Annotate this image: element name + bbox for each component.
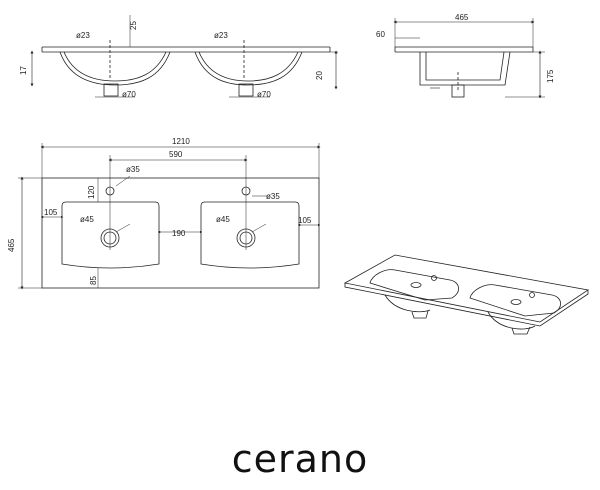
iso-tap-right <box>529 292 535 298</box>
top-dim-front-margin: 85 <box>89 276 98 285</box>
top-dim-drain-left: ø45 <box>80 215 94 224</box>
front-drain-left <box>103 83 119 97</box>
front-dim-drain-left: ø70 <box>122 90 136 99</box>
brand-logo: cerano <box>232 437 369 481</box>
top-outline <box>41 177 320 289</box>
isometric-view <box>343 254 590 335</box>
side-view <box>393 18 545 99</box>
top-basin-left <box>61 201 160 269</box>
front-bowl-right <box>194 51 303 86</box>
side-dim-height: 175 <box>546 69 555 83</box>
side-dim-depth: 465 <box>455 13 469 22</box>
top-dim-center-spacing: 590 <box>169 150 183 159</box>
front-view <box>30 15 338 98</box>
front-drain-right <box>238 83 254 97</box>
top-dim-basin-gap: 190 <box>172 229 186 238</box>
front-dim-thickness: 25 <box>129 21 138 30</box>
front-dim-d23-left: ø23 <box>76 31 90 40</box>
top-dim-margin-left: 105 <box>44 208 58 217</box>
top-dim-tap-right: ø35 <box>266 192 280 201</box>
front-dim-left-height: 17 <box>19 66 28 75</box>
iso-top-surface <box>343 254 590 323</box>
top-dim-tap-offset: 120 <box>87 185 96 199</box>
top-dim-depth: 465 <box>7 238 16 252</box>
iso-basin-left <box>369 269 459 301</box>
front-bowl-left <box>59 51 171 86</box>
top-dim-margin-right: 105 <box>298 216 312 225</box>
front-dim-drain-right: ø70 <box>257 90 271 99</box>
top-dim-width: 1210 <box>172 137 190 146</box>
top-dim-tap-left: ø35 <box>126 165 140 174</box>
top-basin-right <box>200 201 300 269</box>
front-dim-d23-right: ø23 <box>214 31 228 40</box>
iso-tap-left <box>431 275 437 281</box>
side-drain <box>451 84 465 98</box>
top-dim-drain-right: ø45 <box>216 215 230 224</box>
top-view <box>18 143 321 290</box>
side-dim-lip: 60 <box>376 30 385 39</box>
front-dim-right-height: 20 <box>315 71 324 80</box>
iso-basin-right <box>469 284 561 317</box>
